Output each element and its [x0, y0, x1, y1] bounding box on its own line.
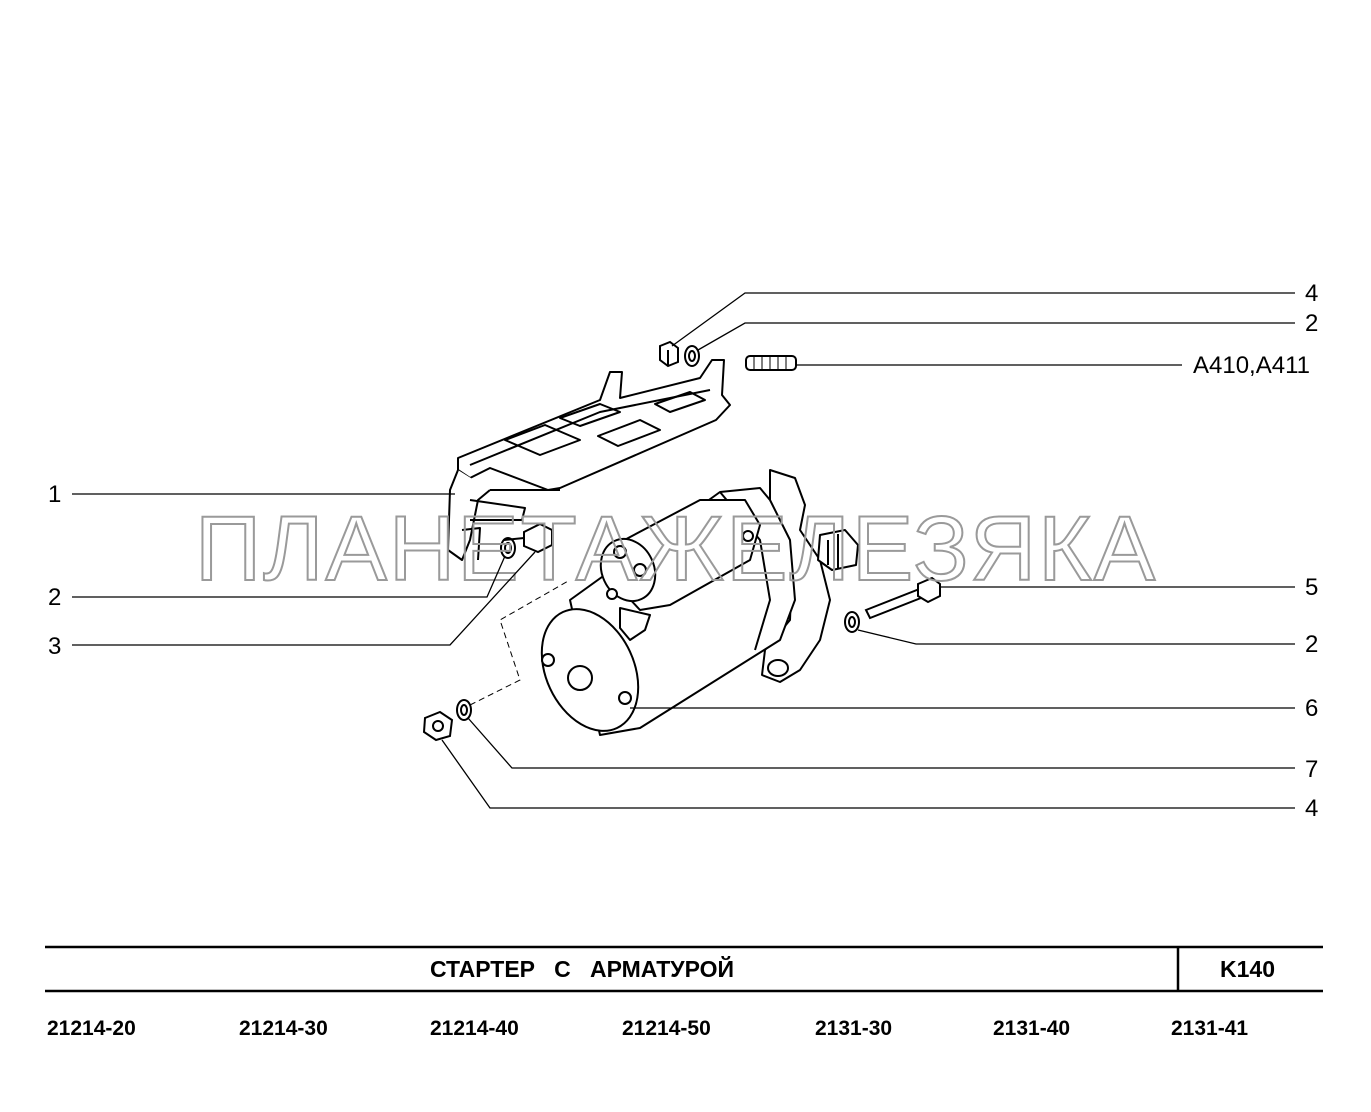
washer-right [844, 611, 860, 633]
callout-left-1: 1 [48, 481, 61, 508]
leader-left-3 [72, 551, 536, 646]
watermark: ПЛАНЕТАЖЕЛЕЗЯКА [195, 498, 1157, 600]
leader-right-7 [467, 717, 1295, 769]
model-item: 2131-40 [993, 1017, 1071, 1040]
callout-a410-a411: A410,A411 [1193, 352, 1310, 379]
washer-left [500, 537, 516, 559]
bolt-right [864, 576, 941, 620]
washer-top [684, 345, 700, 367]
nut-top [659, 340, 679, 368]
page-title: СТАРТЕР С АРМАТУРОЙ [430, 956, 735, 982]
callout-left-3: 3 [48, 633, 61, 660]
title-block-frame [45, 945, 1323, 993]
model-item: 2131-30 [815, 1017, 893, 1040]
nut-bottom [422, 710, 454, 742]
model-item: 21214-20 [47, 1017, 136, 1040]
washer-bottom [456, 699, 472, 721]
leader-right-4 [441, 739, 1295, 809]
callout-right-2: 2 [1305, 631, 1318, 658]
callout-right-6: 6 [1305, 695, 1318, 722]
model-item: 21214-30 [239, 1017, 328, 1040]
stud-a410 [745, 355, 797, 371]
heat-shield-bracket [447, 359, 731, 561]
section-code: K140 [1220, 956, 1275, 982]
callout-top-2: 2 [1305, 310, 1318, 337]
leader-top-4 [671, 292, 1295, 347]
bolt-left [503, 522, 553, 554]
callout-right-7: 7 [1305, 756, 1318, 783]
leader-left-2 [72, 555, 506, 598]
callout-right-4: 4 [1305, 795, 1318, 822]
leader-lines [72, 292, 1295, 809]
leader-right-2 [857, 629, 1295, 645]
leader-top-2 [697, 322, 1295, 351]
model-item: 2131-41 [1171, 1017, 1249, 1040]
callout-right-5: 5 [1305, 574, 1318, 601]
model-item: 21214-40 [430, 1017, 519, 1040]
starter-motor [540, 469, 859, 736]
callout-top-4: 4 [1305, 280, 1318, 307]
model-item: 21214-50 [622, 1017, 711, 1040]
callout-left-2: 2 [48, 584, 61, 611]
